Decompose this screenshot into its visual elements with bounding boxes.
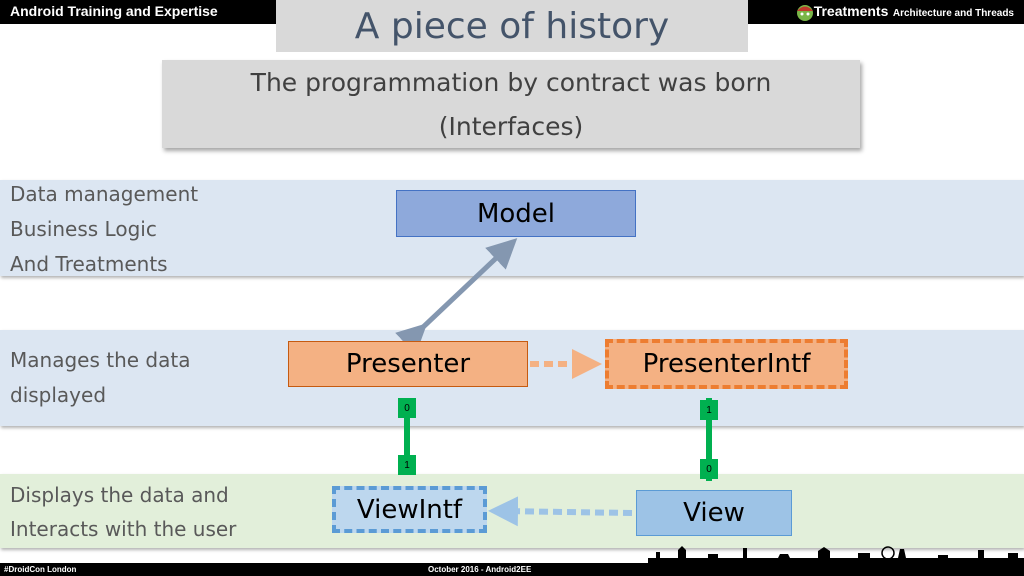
model-node: Model (396, 190, 636, 237)
view-node: View (636, 490, 792, 536)
footer-bar (0, 563, 1024, 576)
subtitle-line-2: (Interfaces) (438, 112, 584, 141)
header-right: Treatments Architecture and Threads (814, 3, 1014, 21)
view-layer-label-1: Displays the data and (10, 483, 229, 507)
presenter-layer-label-1: Manages the data (10, 348, 191, 372)
multiplicity-view: 0 (700, 459, 718, 479)
multiplicity-viewintf: 1 (398, 455, 416, 475)
view-to-viewintf-arrow (488, 496, 633, 527)
view-intf-node: ViewIntf (332, 486, 487, 533)
multiplicity-presenterintf: 1 (700, 400, 718, 420)
header-left-text: Android Training and Expertise (10, 3, 218, 19)
presenter-layer-label-2: displayed (10, 383, 107, 407)
header-right-title: Treatments (813, 3, 889, 19)
subtitle-background (162, 60, 860, 148)
model-layer-label-1: Data management (10, 182, 199, 206)
footer-left-text: #DroidCon London (4, 565, 77, 574)
model-layer-label-2: Business Logic (10, 217, 157, 241)
header-right-subtitle: Architecture and Threads (892, 8, 1014, 19)
android-logo-icon (797, 5, 813, 21)
london-skyline-icon (648, 546, 1024, 564)
multiplicity-presenter: 0 (398, 398, 416, 418)
model-presenter-arrow (395, 238, 518, 355)
slide-title: A piece of history (354, 6, 670, 47)
footer-center-text: October 2016 - Android2EE (428, 565, 532, 574)
view-layer-label-2: Interacts with the user (10, 517, 237, 541)
title-background (276, 0, 748, 52)
subtitle-line-1: The programmation by contract was born (250, 68, 772, 97)
model-layer-label-3: And Treatments (10, 252, 168, 276)
presenter-intf-node: PresenterIntf (605, 339, 848, 389)
presenter-node: Presenter (288, 341, 528, 387)
